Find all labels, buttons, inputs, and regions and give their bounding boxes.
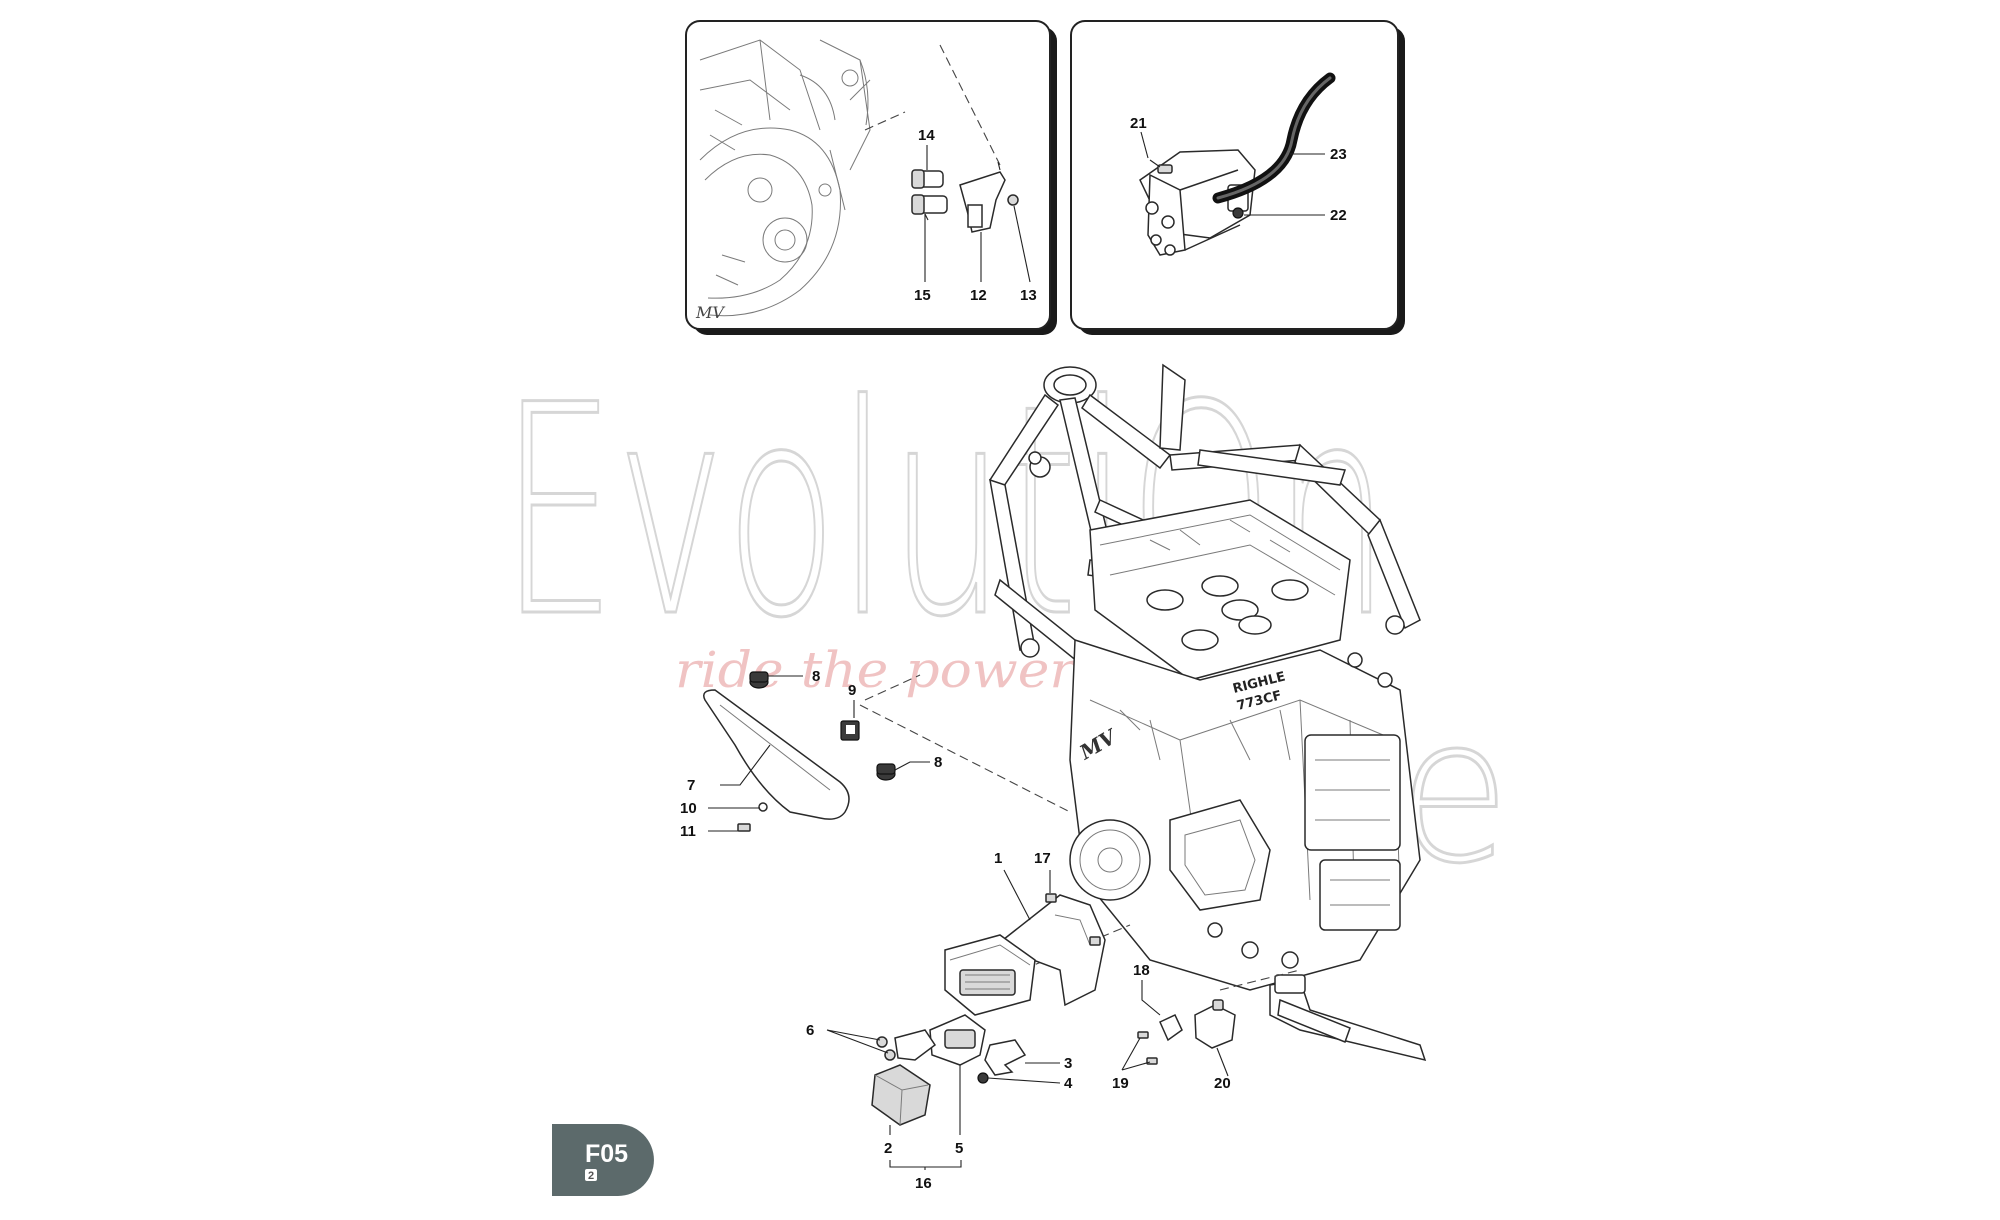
section-page: 2	[588, 1170, 594, 1182]
callout-21: 21	[1130, 115, 1147, 132]
callout-4: 4	[1064, 1075, 1073, 1092]
part-8-grommet-right	[876, 763, 896, 781]
callout-9: 9	[848, 682, 856, 699]
inset-left-engine-casing	[699, 39, 871, 317]
callout-20: 20	[1214, 1075, 1231, 1092]
part-23-wire	[1212, 72, 1336, 204]
part-ecu-unit	[944, 934, 1036, 1016]
part-7-side-cover	[703, 689, 850, 820]
callout-17: 17	[1034, 850, 1051, 867]
engine-frame-assembly: MV RIGHLE 773CF	[989, 363, 1427, 1062]
callout-22: 22	[1330, 207, 1347, 224]
callout-2: 2	[884, 1140, 892, 1157]
callout-11: 11	[680, 823, 696, 840]
callout-7: 7	[687, 777, 695, 794]
part-15-sensor	[911, 194, 948, 221]
part-14-sensor	[911, 169, 944, 189]
callout-12: 12	[970, 287, 987, 304]
callout-13: 13	[1020, 287, 1037, 304]
callout-5: 5	[955, 1140, 963, 1157]
part-3-clip	[984, 1039, 1027, 1076]
part-12-bracket	[959, 161, 1006, 233]
part-2-relay	[871, 1064, 931, 1126]
part-19-screws	[1137, 1031, 1158, 1065]
part-4-nut	[977, 1072, 989, 1084]
part-6-screws	[876, 1029, 937, 1061]
inset-left-logo: MV	[695, 303, 725, 322]
inset-left-sensor-bracket: MV 14 15 12 13	[685, 20, 1057, 335]
part-21-bolt	[1149, 159, 1173, 174]
callout-8-right: 8	[934, 754, 942, 771]
watermark-tagline: ride the power	[675, 641, 1078, 699]
part-20-sensor	[1194, 999, 1236, 1049]
leader-lines	[708, 675, 1229, 1170]
section-code: F05	[585, 1140, 628, 1168]
part-11-screw	[737, 823, 751, 832]
callout-16: 16	[915, 1175, 932, 1192]
part-10-washer	[758, 802, 768, 812]
cylinder-head	[1089, 499, 1351, 681]
side-stand	[1269, 974, 1427, 1062]
engine-block	[1069, 638, 1421, 991]
callout-6: 6	[806, 1022, 814, 1039]
callout-3: 3	[1064, 1055, 1072, 1072]
part-9-clip	[840, 720, 860, 741]
part-17-screw	[1045, 893, 1101, 946]
callout-1: 1	[994, 850, 1002, 867]
assembly-line-grommet	[864, 674, 921, 701]
callout-18: 18	[1133, 962, 1150, 979]
callout-19: 19	[1112, 1075, 1129, 1092]
part-18-bracket	[1159, 1014, 1183, 1042]
part-22-nut	[1232, 207, 1244, 219]
section-badge: F05 2	[552, 1124, 654, 1196]
inset-right-ignition-coil: 21 23 22	[1070, 20, 1405, 335]
callout-10: 10	[680, 800, 697, 817]
part-5-connector	[929, 1014, 986, 1066]
callout-15: 15	[914, 287, 931, 304]
part-13-nut	[1007, 194, 1019, 206]
callout-14: 14	[918, 127, 935, 144]
part-8-grommet-top	[749, 671, 769, 689]
part-coil-body	[1139, 149, 1256, 256]
callout-23: 23	[1330, 146, 1347, 163]
assembly-line-cover	[859, 704, 1071, 813]
callouts-main: 8 9 8 7 10 11 1 17 18 6 3 4 19 20 2 5 16	[680, 668, 1231, 1192]
callout-8-top: 8	[812, 668, 820, 685]
